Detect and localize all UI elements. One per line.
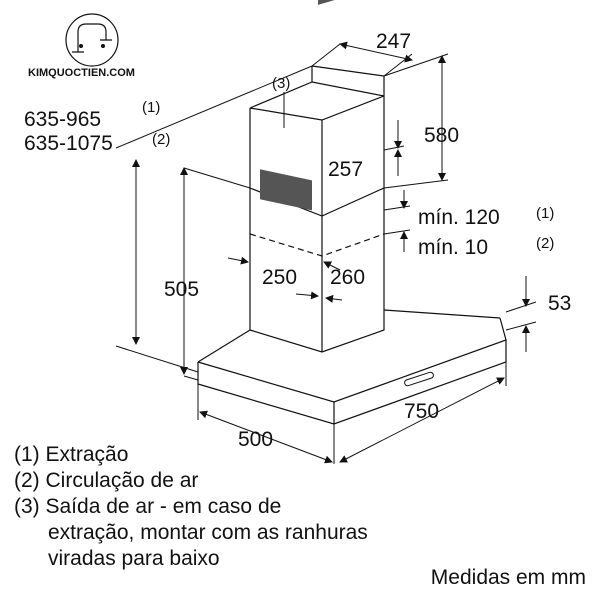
label-635-965-ref: (1) (142, 99, 160, 116)
legend-line-5: viradas para baixo (48, 547, 220, 570)
outlet-ref: (3) (272, 75, 290, 128)
label-250: 250 (262, 266, 297, 289)
legend-line-4: extração, montar com as ranhuras (48, 521, 368, 544)
faucet-icon (72, 23, 112, 53)
label-260: 260 (330, 266, 365, 289)
label-53: 53 (548, 292, 571, 315)
vent-slots-right (318, 0, 372, 5)
dim-total-height: 635-965 (1) 635-1075 (2) (24, 65, 313, 373)
brand-logo-text: KIMQUOCTIEN.COM (28, 67, 135, 79)
label-min-120: mín. 120 (418, 206, 500, 229)
dim-750: 750 (339, 362, 507, 463)
label-580: 580 (424, 124, 459, 147)
label-min-10: mín. 10 (418, 236, 488, 259)
label-500: 500 (238, 428, 273, 451)
legend-line-2: (2) Circulação de ar (14, 469, 199, 492)
legend-line-3: (3) Saída de ar - em caso de (14, 495, 282, 518)
label-505: 505 (164, 278, 199, 301)
label-min-120-ref: (1) (536, 205, 554, 222)
dim-500: 500 (197, 384, 335, 464)
dim-min-gap: mín. 120 (1) mín. 10 (2) (383, 190, 554, 259)
upper-chimney (249, 0, 385, 217)
dim-257: 257 (328, 120, 405, 181)
logo-circle-icon (65, 13, 119, 67)
label-ref-3: (3) (272, 75, 290, 92)
brand-logo (65, 13, 119, 67)
lower-chimney (249, 188, 385, 353)
dim-580: 580 (383, 53, 459, 189)
label-750: 750 (404, 400, 439, 423)
dim-505: 505 (164, 167, 251, 381)
label-257: 257 (328, 158, 363, 181)
units-note: Medidas em mm (430, 566, 586, 589)
dim-250-260: 250 260 (227, 256, 365, 303)
vent-slots-left (260, 169, 312, 211)
label-635-965: 635-965 (24, 108, 101, 131)
label-min-10-ref: (2) (536, 235, 554, 252)
dim-53: 53 (505, 276, 571, 352)
label-247: 247 (376, 30, 411, 53)
canopy (197, 309, 507, 425)
dim-247: 247 (311, 30, 413, 77)
label-635-1075-ref: (2) (152, 131, 170, 148)
label-635-1075: 635-1075 (24, 132, 113, 155)
legend-line-1: (1) Extração (14, 443, 129, 466)
control-panel-icon (404, 371, 434, 387)
